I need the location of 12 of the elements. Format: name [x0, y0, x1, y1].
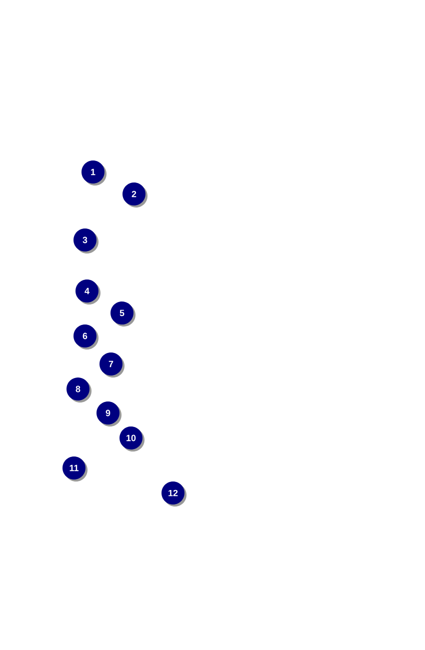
- callout-number: 9: [96, 402, 122, 426]
- callout-number: 11: [62, 456, 88, 482]
- callout-number: 6: [74, 324, 98, 350]
- callout-number: 3: [74, 228, 98, 254]
- callout-number: 8: [66, 378, 92, 402]
- callout-number: 12: [162, 482, 186, 506]
- callout-number: 2: [122, 182, 148, 208]
- callout-number: 5: [110, 302, 136, 326]
- callout-number: 1: [82, 160, 106, 186]
- callout-number: 4: [76, 280, 100, 304]
- callout-number: 10: [120, 426, 144, 452]
- callout-number: 7: [100, 352, 124, 378]
